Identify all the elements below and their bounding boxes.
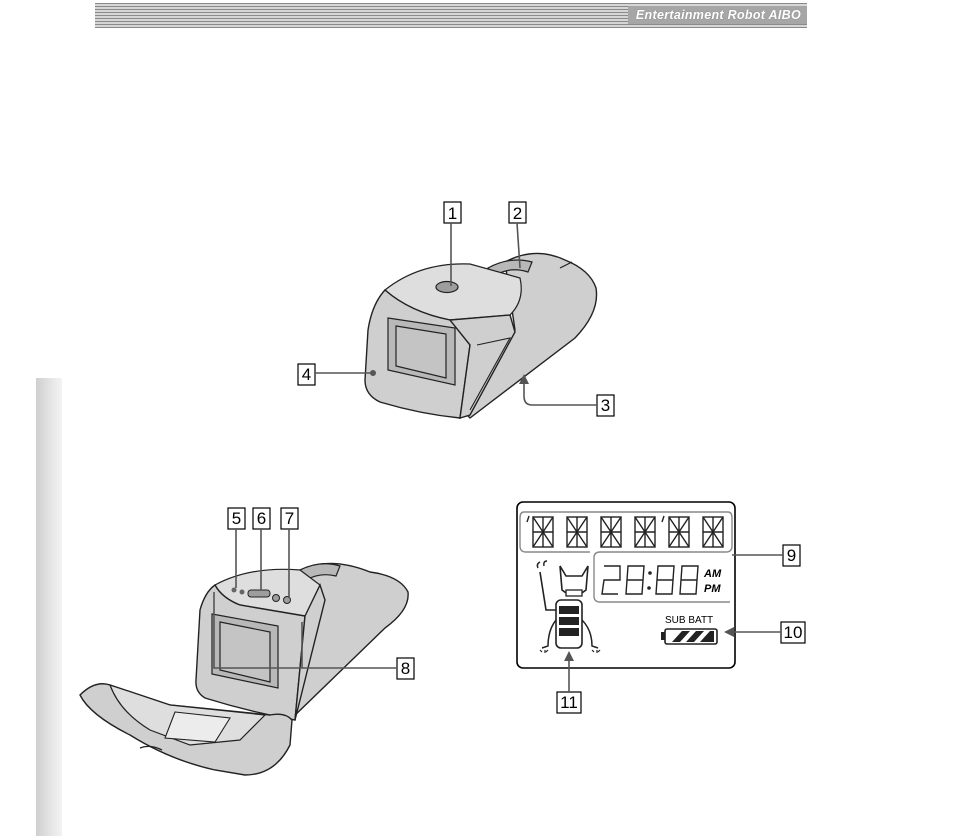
header-title: Entertainment Robot AIBO (627, 6, 807, 24)
sub-batt-label: SUB BATT (665, 615, 713, 626)
aibo-status-icon (536, 560, 601, 653)
lcd-pm-label: PM (704, 583, 721, 595)
top-button-icon (435, 280, 459, 294)
callout-5: 5 (227, 507, 246, 588)
svg-text:2: 2 (513, 204, 522, 223)
callout-2: 2 (508, 201, 527, 269)
lcd-am-label: AM (703, 568, 722, 580)
lcd-text-digits (526, 515, 724, 548)
button-slot-icon (247, 589, 271, 598)
callout-6: 6 (252, 507, 271, 590)
svg-text:4: 4 (302, 365, 311, 384)
svg-text:1: 1 (448, 204, 457, 223)
svg-text:10: 10 (784, 623, 803, 642)
station-illustration-top (364, 252, 598, 419)
lcd-window-icon (219, 621, 271, 683)
callout-4: 4 (297, 363, 376, 386)
callout-9: 9 (732, 544, 801, 567)
svg-text:9: 9 (787, 546, 796, 565)
svg-text:3: 3 (601, 396, 610, 415)
callout-3: 3 (519, 374, 615, 417)
lcd-display-panel: AM PM SUB BATT (516, 501, 736, 669)
svg-text:7: 7 (285, 509, 294, 528)
front-window-icon (395, 325, 447, 379)
callout-10: 10 (724, 621, 806, 644)
station-illustration-open (79, 562, 409, 776)
header-band: Entertainment Robot AIBO (95, 3, 807, 28)
lcd-clock-digits: AM PM (601, 565, 722, 595)
svg-text:11: 11 (560, 693, 578, 712)
callout-7: 7 (280, 507, 299, 598)
svg-text:6: 6 (257, 509, 266, 528)
side-tab-strip (36, 378, 62, 836)
svg-text:8: 8 (401, 659, 410, 678)
sub-battery-indicator: SUB BATT (661, 615, 718, 645)
svg-text:5: 5 (232, 509, 241, 528)
callout-1: 1 (443, 201, 462, 286)
callout-8: 8 (213, 592, 415, 680)
callout-11: 11 (556, 651, 582, 714)
